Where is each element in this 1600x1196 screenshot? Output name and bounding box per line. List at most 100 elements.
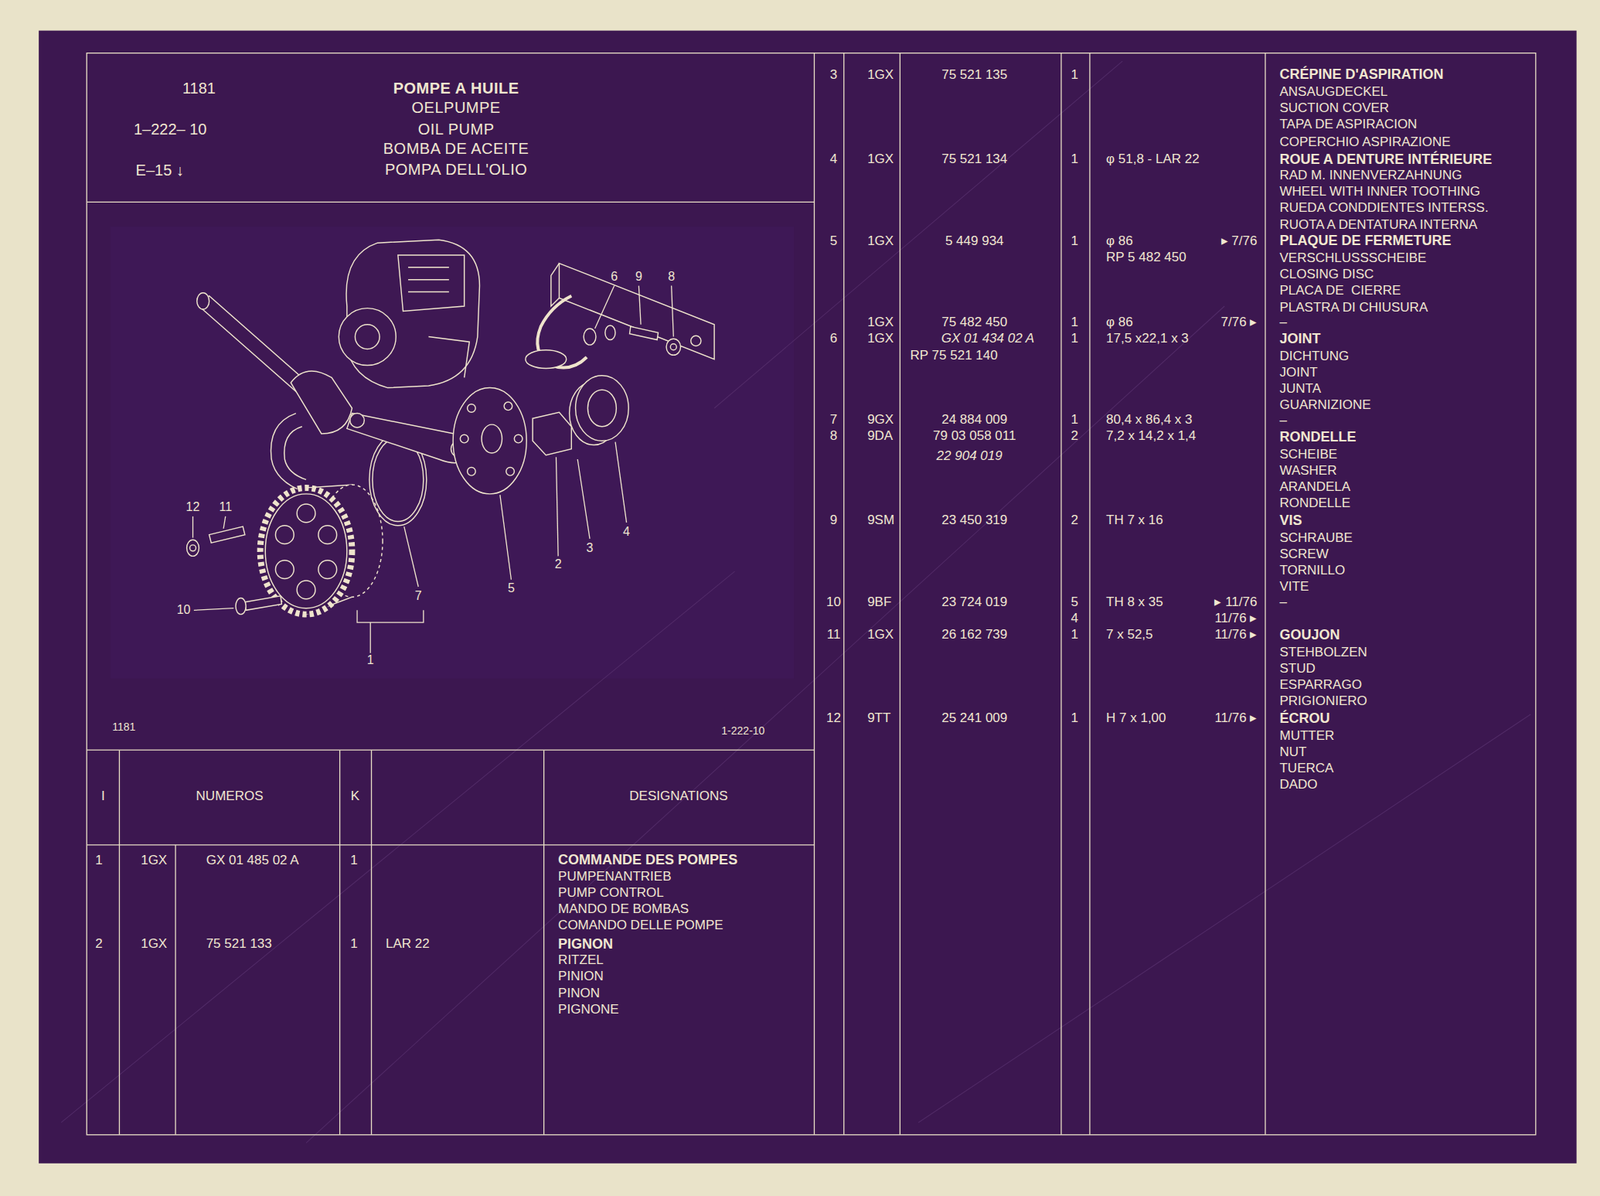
oil-pump-illustration — [187, 239, 715, 614]
table-cell: 1GX — [867, 151, 894, 167]
table-cell: PIGNON — [558, 936, 613, 953]
table-cell: 79 03 058 011 — [932, 428, 1016, 444]
table-cell: WASHER — [1279, 462, 1337, 479]
table-cell: 1GX — [140, 936, 167, 952]
callout-number: 1 — [367, 653, 375, 668]
table-cell: 4 — [1070, 610, 1078, 627]
table-cell: 9 — [830, 512, 838, 528]
table-cell: PUMP CONTROL — [558, 885, 664, 901]
callout-number: 8 — [667, 269, 675, 284]
table-cell: 10 — [826, 594, 841, 610]
table-cell: VITE — [1279, 578, 1309, 595]
table-cell: 6 — [830, 330, 838, 347]
table-cell: COMMANDE DES POMPES — [558, 851, 738, 869]
table-cell: PINION — [558, 968, 604, 984]
table-cell: K — [350, 788, 360, 804]
table-cell: 3 — [830, 67, 838, 83]
callout-number: 9 — [635, 269, 643, 284]
table-cell: PINON — [558, 985, 600, 1001]
table-cell: CLOSING DISC — [1279, 266, 1374, 283]
table-cell: 17,5 x22,1 x 3 — [1106, 330, 1189, 347]
table-cell: I — [101, 788, 106, 804]
table-cell: 1GX — [867, 233, 894, 249]
table-cell: GX 01 485 02 A — [206, 852, 300, 869]
table-cell: ROUE A DENTURE INTÉRIEURE — [1279, 151, 1492, 168]
table-cell: 11/76 ▸ — [1214, 710, 1257, 726]
table-cell: H 7 x 1,00 — [1106, 710, 1167, 726]
callout-number: 7 — [415, 588, 423, 603]
table-cell: CRÉPINE D'ASPIRATION — [1279, 66, 1444, 83]
table-cell: DICHTUNG — [1279, 348, 1349, 365]
table-cell: ▸ 11/76 — [1214, 594, 1257, 610]
illustration-box: 1181 1-222-10 — [86, 201, 814, 750]
table-cell: PLAQUE DE FERMETURE — [1279, 232, 1451, 249]
table-cell: 7/76 ▸ — [1221, 314, 1258, 331]
table-cell: SCHRAUBE — [1279, 530, 1352, 546]
table-cell: 1 — [1070, 330, 1078, 347]
table-cell: PLACA DE CIERRE — [1279, 282, 1401, 299]
table-cell: SCREW — [1279, 546, 1328, 562]
table-cell: 5 — [1070, 594, 1078, 610]
title-line: BOMBA DE ACEITE — [383, 139, 530, 158]
table-cell: NUT — [1279, 744, 1307, 760]
table-cell: 1GX — [867, 626, 894, 643]
table-cell: 1 — [1070, 626, 1078, 643]
table-cell: RAD M. INNENVERZAHNUNG — [1279, 167, 1462, 184]
table-cell: 11/76 ▸ — [1214, 610, 1257, 627]
table-cell: 5 — [830, 233, 838, 249]
table-cell: WHEEL WITH INNER TOOTHING — [1279, 183, 1480, 200]
scratches — [61, 61, 1531, 1143]
table-cell: PIGNONE — [558, 1001, 619, 1018]
table-cell: 8 — [830, 428, 838, 444]
table-cell: 11 — [827, 626, 841, 643]
title-line: OELPUMPE — [411, 98, 501, 117]
table-cell: ÉCROU — [1279, 710, 1330, 727]
table-cell: VERSCHLUSSSCHEIBE — [1279, 250, 1427, 266]
table-cell: 11/76 ▸ — [1214, 626, 1257, 643]
table-cell: JOINT — [1279, 330, 1321, 348]
table-cell: 7 x 52,5 — [1106, 626, 1154, 643]
table-cell: VIS — [1279, 512, 1302, 529]
table-cell: 4 — [830, 151, 838, 167]
table-cell: RONDELLE — [1279, 495, 1351, 511]
table-cell: 1GX — [867, 330, 894, 347]
table-cell: GOUJON — [1279, 626, 1340, 644]
table-cell: JOINT — [1279, 364, 1318, 381]
table-cell: 23 724 019 — [941, 594, 1008, 610]
table-cell: TAPA DE ASPIRACION — [1279, 116, 1417, 133]
table-cell: TH 7 x 16 — [1106, 512, 1164, 528]
sheet-reference: 1-222-10 — [721, 724, 765, 737]
sheet-reference: 1181 — [112, 720, 136, 733]
table-cell: 75 521 135 — [941, 67, 1008, 83]
table-cell: LAR 22 — [385, 936, 430, 952]
table-cell: 12 — [826, 710, 841, 726]
table-cell: 9TT — [867, 710, 891, 726]
table-cell: 23 450 319 — [941, 512, 1008, 528]
callout-number: 6 — [610, 269, 618, 284]
table-cell: 7,2 x 14,2 x 1,4 — [1106, 428, 1196, 444]
table-cell: TH 8 x 35 — [1106, 594, 1164, 610]
table-cell: 1GX — [140, 852, 167, 869]
table-cell: 1 — [350, 852, 358, 869]
table-cell: 7 — [830, 411, 838, 428]
table-cell: 1 — [1070, 411, 1078, 428]
table-cell: RUEDA CONDDIENTES INTERSS. — [1279, 200, 1488, 216]
film-panel — [38, 30, 1577, 1164]
table-cell: SCHEIBE — [1279, 446, 1338, 463]
table-cell: RONDELLE — [1279, 428, 1356, 446]
table-cell: 1 — [95, 852, 103, 869]
table-cell: ▸ 7/76 — [1221, 233, 1258, 249]
callout-number: 3 — [586, 541, 594, 555]
title: POMPE A HUILE — [393, 79, 520, 98]
table-cell: RUOTA A DENTATURA INTERNA — [1279, 217, 1478, 233]
sheet-reference: E–15 ↓ — [136, 161, 184, 180]
table-cell: DESIGNATIONS — [629, 788, 728, 804]
table-cell: 9GX — [867, 411, 894, 428]
sheet-reference: 1–222– 10 — [133, 120, 208, 139]
table-cell: STUD — [1279, 660, 1315, 677]
table-cell: STEHBOLZEN — [1279, 644, 1367, 661]
leader-lines — [193, 285, 675, 654]
table-grid — [86, 53, 1536, 1135]
table-cell: 2 — [1070, 428, 1078, 444]
table-cell: 2 — [95, 936, 103, 952]
